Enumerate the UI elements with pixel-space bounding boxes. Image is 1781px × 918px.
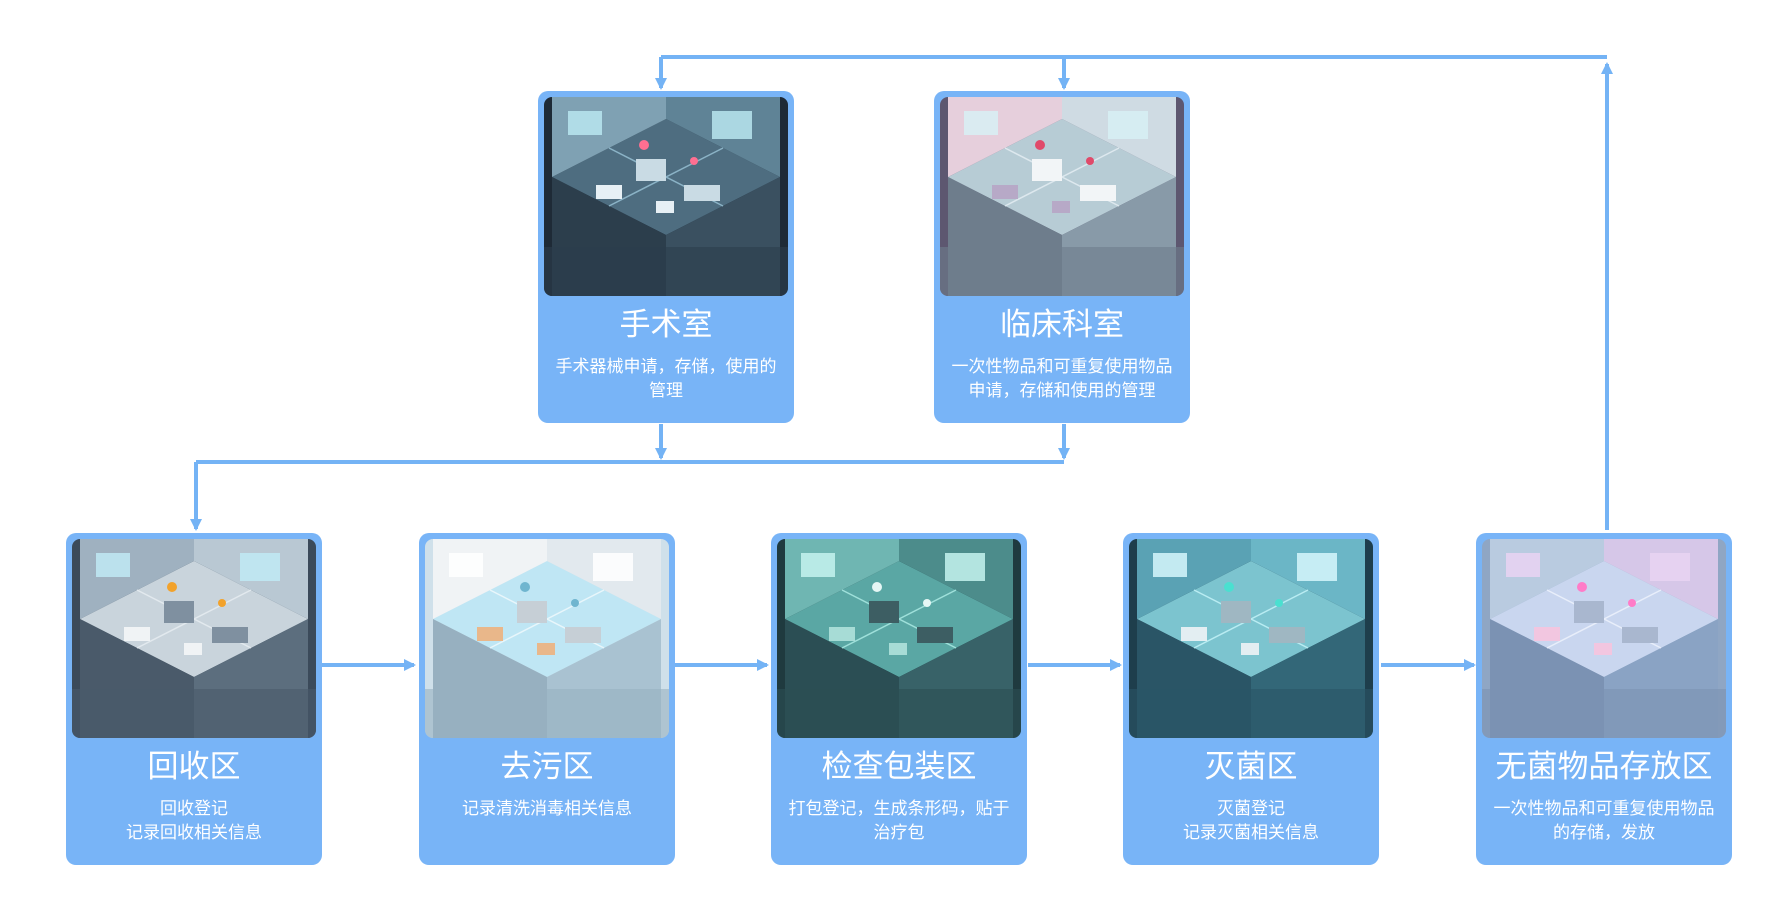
station-title: 无菌物品存放区 (1495, 749, 1713, 785)
station-card-inspection-packaging-area[interactable]: 检查包装区 打包登记，生成条形码，贴于治疗包 (771, 533, 1027, 865)
station-title: 检查包装区 (821, 749, 977, 785)
station-title: 回收区 (147, 749, 241, 785)
clinical-department-illustration (940, 97, 1184, 296)
station-description: 一次性物品和可重复使用物品申请，存储和使用的管理 (951, 357, 1173, 401)
sterile-storage-illustration (1482, 539, 1726, 738)
decontamination-area-illustration (425, 539, 669, 738)
station-description: 记录清洗消毒相关信息 (462, 799, 632, 819)
station-card-sterilization-area[interactable]: 灭菌区 灭菌登记 记录灭菌相关信息 (1123, 533, 1379, 865)
station-description: 灭菌登记 记录灭菌相关信息 (1183, 799, 1319, 843)
station-title: 去污区 (500, 749, 594, 785)
station-title: 临床科室 (1000, 307, 1124, 343)
station-title: 灭菌区 (1204, 749, 1298, 785)
recovery-area-illustration (72, 539, 316, 738)
station-description: 回收登记 记录回收相关信息 (126, 799, 262, 843)
station-description: 打包登记，生成条形码，贴于治疗包 (788, 799, 1010, 843)
operating-room-illustration (544, 97, 788, 296)
station-card-clinical-department[interactable]: 临床科室 一次性物品和可重复使用物品申请，存储和使用的管理 (934, 91, 1190, 423)
station-description: 手术器械申请，存储，使用的管理 (555, 357, 777, 401)
station-description: 一次性物品和可重复使用物品的存储，发放 (1493, 799, 1715, 843)
station-card-sterile-storage-area[interactable]: 无菌物品存放区 一次性物品和可重复使用物品的存储，发放 (1476, 533, 1732, 865)
sterilization-area-illustration (1129, 539, 1373, 738)
station-title: 手术室 (619, 307, 713, 343)
station-card-recovery-area[interactable]: 回收区 回收登记 记录回收相关信息 (66, 533, 322, 865)
station-card-operating-room[interactable]: 手术室 手术器械申请，存储，使用的管理 (538, 91, 794, 423)
inspection-packaging-illustration (777, 539, 1021, 738)
station-card-decontamination-area[interactable]: 去污区 记录清洗消毒相关信息 (419, 533, 675, 865)
